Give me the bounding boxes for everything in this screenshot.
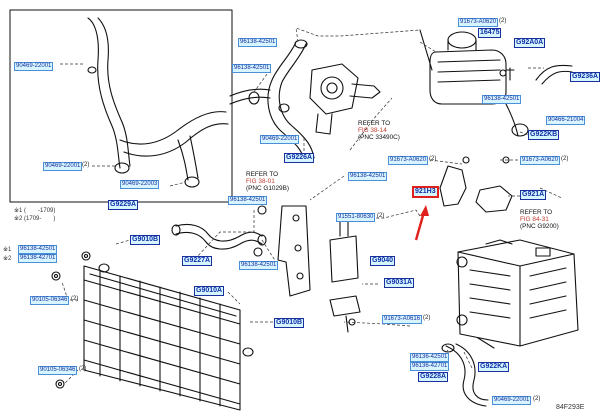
part-number-label[interactable]: 96138-42501 xyxy=(348,172,388,181)
quantity-label: (2) xyxy=(561,156,569,162)
part-number-label[interactable]: 90469-22001 xyxy=(43,162,83,171)
group-label[interactable]: G9226A xyxy=(284,153,315,163)
part-number-label[interactable]: 91673-A0620 xyxy=(458,18,499,27)
left-hose xyxy=(171,223,267,250)
part-number-label[interactable]: 96138-42501 xyxy=(232,64,272,73)
part-number-label[interactable]: 90469-22001 xyxy=(260,135,300,144)
right-upper-hose xyxy=(505,64,573,137)
part-number-label[interactable]: 90105-06346 xyxy=(30,296,70,305)
quantity-label: (2) xyxy=(533,396,541,402)
note-marker: ※2 xyxy=(3,256,12,262)
note-marker: ※1 xyxy=(3,247,12,253)
valve-assembly xyxy=(329,217,361,333)
lower-right-hose xyxy=(441,337,495,407)
center-bracket xyxy=(277,205,311,297)
part-number-label[interactable]: 90469-22003 xyxy=(120,180,160,189)
group-label[interactable]: G9010B xyxy=(130,235,161,245)
footnote: ※1 ( -1709) xyxy=(14,208,56,214)
figure-code: 84F293E xyxy=(556,404,585,411)
highlight-arrow xyxy=(414,205,429,241)
mounting-bracket xyxy=(439,156,513,213)
part-number-label[interactable]: 96138-42501 xyxy=(228,196,268,205)
group-label[interactable]: G9010B xyxy=(274,318,305,328)
highlighted-part-label[interactable]: 921H3 xyxy=(412,186,439,198)
reference-line: REFER TO xyxy=(358,120,391,127)
group-label[interactable]: G922KB xyxy=(528,130,560,140)
quantity-label: (2) xyxy=(423,315,431,321)
quantity-label: (2) xyxy=(429,156,437,162)
part-number-label[interactable]: 96138-42501 xyxy=(482,95,522,104)
group-label[interactable]: G9228A xyxy=(418,372,449,382)
quantity-label: (2) xyxy=(71,296,79,302)
reference-line: REFER TO xyxy=(520,209,553,216)
part-number-label[interactable]: 96138-42501 xyxy=(239,261,279,270)
quantity-label: (2) xyxy=(82,162,90,168)
part-number-label[interactable]: 90105-06346 xyxy=(38,366,78,375)
reference-pnc: (PNC G1029B) xyxy=(246,185,289,193)
part-number-label[interactable]: 96138-42501 xyxy=(238,38,278,47)
part-number-label[interactable]: 90469-22001 xyxy=(492,396,532,405)
water-pump xyxy=(309,63,381,135)
part-number-label[interactable]: 96136-42701 xyxy=(410,362,450,371)
part-number-label[interactable]: 96138-42701 xyxy=(18,254,58,263)
part-number-label[interactable]: 90466-21004 xyxy=(546,116,586,125)
quantity-label: (2) xyxy=(79,366,87,372)
part-number-label[interactable]: 90469-22001 xyxy=(14,62,54,71)
group-label[interactable]: G9229A xyxy=(108,200,139,210)
group-label[interactable]: G92A0A xyxy=(514,38,546,48)
footnote: ※2 (1709- ) xyxy=(14,216,56,222)
reference-line: REFER TO xyxy=(246,171,279,178)
reservoir-tank xyxy=(419,29,507,105)
part-number-label[interactable]: 96136-42501 xyxy=(410,353,450,362)
reference-figure-link[interactable]: FIG 84-31 xyxy=(520,216,549,224)
part-number-label[interactable]: 91673-A0620 xyxy=(388,156,429,165)
reference-note: REFER TO FIG 84-31 (PNC G9200) xyxy=(520,209,559,231)
part-number-label[interactable]: 96138-42501 xyxy=(18,245,58,254)
reference-note: REFER TO FIG 38-14 (PNC 33490C) xyxy=(358,120,400,142)
part-number-label[interactable]: 91673-A0620 xyxy=(520,156,561,165)
group-label[interactable]: G9227A xyxy=(182,256,213,266)
group-label[interactable]: G9040 xyxy=(370,256,396,266)
reference-pnc: (PNC G9200) xyxy=(520,223,559,231)
quantity-label: (2) xyxy=(499,18,507,24)
inset-hose xyxy=(87,17,229,188)
reference-note: REFER TO FIG 38-01 (PNC G1029B) xyxy=(246,171,289,193)
group-label[interactable]: G922KA xyxy=(478,362,510,372)
upper-hose xyxy=(229,39,315,161)
radiator xyxy=(83,263,254,411)
reference-figure-link[interactable]: FIG 38-14 xyxy=(358,127,387,135)
group-label[interactable]: G9236A xyxy=(570,72,600,82)
group-label[interactable]: 16475 xyxy=(478,28,502,38)
group-label[interactable]: G921A xyxy=(520,190,547,200)
reference-figure-link[interactable]: FIG 38-01 xyxy=(246,178,275,186)
part-number-label[interactable]: 91673-A0616 xyxy=(382,315,423,324)
reference-pnc: (PNC 33490C) xyxy=(358,134,400,142)
part-number-label[interactable]: 91551-80630 xyxy=(336,213,376,222)
group-label[interactable]: G9010A xyxy=(194,286,225,296)
bolts xyxy=(51,205,356,389)
group-label[interactable]: G9031A xyxy=(384,278,415,288)
inverter-assembly xyxy=(456,239,579,347)
quantity-label: (2) xyxy=(377,213,385,219)
